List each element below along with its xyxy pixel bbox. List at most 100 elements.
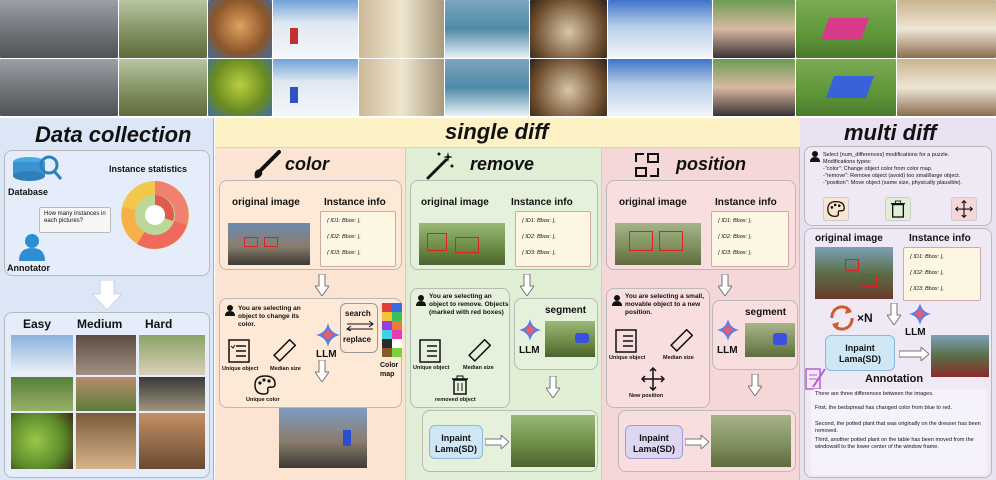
position-user-icon bbox=[612, 295, 622, 306]
position-bbox-line-3: { ID3: Bbox: }, bbox=[718, 250, 752, 256]
question-text: How many instances in each pictures? bbox=[44, 211, 106, 224]
multi-instructions-box: Select {num_differences} modifications f… bbox=[804, 146, 992, 226]
color-result-changed bbox=[343, 430, 351, 446]
color-instance-info-label: Instance info bbox=[324, 197, 386, 208]
photo-bathroom-modified bbox=[359, 59, 444, 116]
remove-segment-label: segment bbox=[545, 305, 587, 316]
annotation-card: There are three differences between the … bbox=[811, 389, 987, 475]
multi-trash-icon bbox=[890, 200, 906, 218]
position-instance-info-label: Instance info bbox=[715, 197, 777, 208]
annotation-title: Annotation bbox=[865, 373, 924, 385]
position-segment-label: segment bbox=[745, 307, 787, 318]
hard-photo-1 bbox=[139, 335, 205, 375]
single-diff-banner: single diff bbox=[215, 118, 800, 148]
position-prompt: You are selecting a small, movable objec… bbox=[625, 293, 704, 316]
remove-bbox-line-2: { ID2: Bbox: }, bbox=[522, 234, 556, 240]
user-icon bbox=[225, 305, 235, 316]
photo-room-original bbox=[897, 0, 996, 58]
level-hard: Hard bbox=[145, 317, 173, 331]
photo-food-modified bbox=[530, 59, 607, 116]
remove-bbox-line-1: { ID1: Bbox: }, bbox=[522, 218, 556, 224]
color-prompt: You are selecting an object to change it… bbox=[238, 305, 301, 328]
position-ruler-icon bbox=[670, 329, 693, 352]
multi-instruction-1: Select {num_differences} modifications f… bbox=[823, 152, 950, 158]
remove-instance-card: { ID1: Bbox: }, { ID2: Bbox: }, { ID3: B… bbox=[515, 211, 591, 267]
color-map-label: Color map bbox=[380, 362, 399, 378]
times-n-label: ×N bbox=[857, 311, 873, 325]
level-medium: Medium bbox=[77, 317, 123, 331]
color-llm-box: You are selecting an object to change it… bbox=[219, 298, 402, 408]
remove-arrow-down-icon bbox=[520, 274, 534, 296]
color-map-swatches bbox=[382, 303, 402, 357]
ruler-icon bbox=[273, 339, 296, 362]
data-collection-title: Data collection bbox=[35, 122, 192, 147]
position-arrow-down-2-icon bbox=[748, 374, 762, 396]
easy-photo-3 bbox=[11, 413, 73, 469]
remove-arrow-right-icon bbox=[485, 435, 509, 449]
new-position-label: New position bbox=[629, 393, 664, 399]
position-input-box: original image Instance info { ID1: Bbox… bbox=[606, 180, 796, 270]
remove-llm-box: You are selecting an object to remove. O… bbox=[410, 288, 510, 408]
color-original-image bbox=[228, 223, 310, 265]
position-original-image-label: original image bbox=[619, 197, 687, 208]
multi-diff-title: multi diff bbox=[844, 120, 937, 145]
multi-bbox-2 bbox=[861, 275, 877, 287]
annotation-line-4: Third, another potted plant on the table… bbox=[815, 437, 974, 450]
question-bubble: How many instances in each pictures? bbox=[39, 207, 111, 233]
photo-skier-original bbox=[273, 0, 358, 58]
data-collection-box: Database Instance statistics How many in… bbox=[4, 150, 210, 276]
remove-panel: remove original image Instance info { ID… bbox=[406, 148, 602, 480]
photo-surfer-original bbox=[0, 0, 118, 58]
photo-elephants-modified bbox=[119, 59, 207, 116]
multi-inpaint-button: Inpaint Lama(SD) bbox=[825, 335, 895, 371]
multi-bbox-line-1: { ID1: Bbox: }, bbox=[910, 254, 944, 260]
remove-ruler-icon bbox=[468, 339, 491, 362]
swap-arrows-icon bbox=[346, 321, 374, 331]
photo-room-modified bbox=[897, 59, 996, 116]
position-llm-sparkle-icon bbox=[717, 319, 739, 341]
position-panel: position original image Instance info { … bbox=[602, 148, 800, 480]
annotation-icon bbox=[805, 368, 826, 390]
multi-move-icon bbox=[955, 200, 973, 218]
photo-marker-kite-2 bbox=[825, 76, 875, 98]
color-title: color bbox=[285, 154, 330, 174]
photo-elephants-original bbox=[119, 0, 207, 58]
color-panel: color original image Instance info { ID1… bbox=[215, 148, 406, 480]
photo-marker-skier-2 bbox=[290, 87, 298, 103]
multi-bbox-1 bbox=[845, 259, 859, 271]
removed-object-label: removed object bbox=[435, 397, 476, 403]
multi-user-icon bbox=[810, 151, 820, 162]
photo-surfing-original bbox=[445, 0, 529, 58]
position-llm-box: You are selecting a small, movable objec… bbox=[606, 288, 710, 408]
remove-bbox-2 bbox=[455, 237, 479, 253]
multi-original-image bbox=[815, 247, 893, 299]
position-unique-object: Unique object bbox=[609, 355, 646, 361]
position-inpaint-button: Inpaint Lama(SD) bbox=[625, 425, 683, 459]
database-label: Database bbox=[8, 187, 49, 197]
remove-instance-info-label: Instance info bbox=[511, 197, 573, 208]
database-icon bbox=[13, 155, 63, 181]
paintbrush-icon bbox=[254, 150, 281, 179]
move-arrows-icon bbox=[641, 367, 665, 391]
llm-sparkle-icon bbox=[316, 323, 340, 347]
position-segment-box: segment LLM bbox=[712, 300, 798, 370]
multi-original-image-label: original image bbox=[815, 233, 883, 244]
position-checklist-icon bbox=[615, 329, 637, 353]
photo-people-original bbox=[713, 0, 795, 58]
palette-icon bbox=[254, 375, 276, 395]
position-bbox-line-2: { ID2: Bbox: }, bbox=[718, 234, 752, 240]
position-bbox-line-1: { ID1: Bbox: }, bbox=[718, 218, 752, 224]
remove-arrow-down-2-icon bbox=[546, 376, 560, 398]
color-unique-color: Unique color bbox=[246, 397, 280, 403]
photo-cat-modified bbox=[208, 59, 272, 116]
photo-skier-modified bbox=[273, 59, 358, 116]
magic-wand-icon bbox=[426, 152, 454, 180]
multi-diff-panel: multi diff Select {num_differences} modi… bbox=[800, 118, 996, 480]
arrow-down-icon bbox=[90, 280, 124, 310]
remove-result-image bbox=[511, 415, 595, 467]
position-instance-card: { ID1: Bbox: }, { ID2: Bbox: }, { ID3: B… bbox=[711, 211, 789, 267]
photo-marker-kite bbox=[820, 18, 870, 40]
photo-food-original bbox=[530, 0, 607, 58]
color-unique-object: Unique object bbox=[222, 366, 259, 372]
annotator-label: Annotator bbox=[7, 263, 50, 273]
